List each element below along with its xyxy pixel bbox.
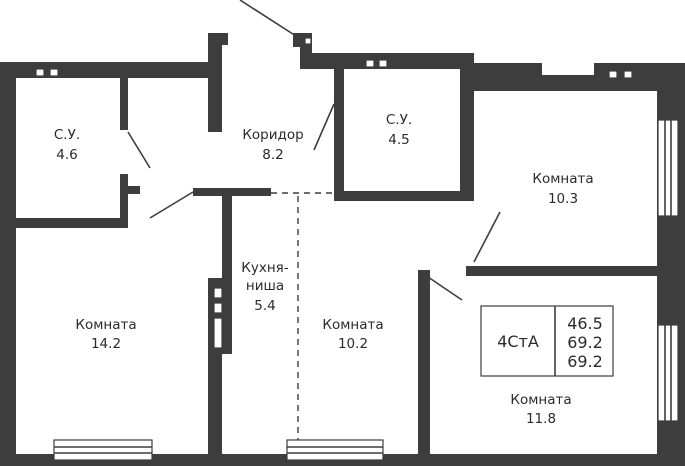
room-area: 8.2 — [262, 147, 283, 163]
room-label-kitchen: Кухня- ниша 5.4 — [241, 260, 289, 314]
room-area: 14.2 — [91, 336, 121, 352]
kitchen-boundary — [271, 192, 334, 440]
room-label-bath-1: С.У. 4.6 — [54, 127, 80, 163]
windows — [53, 119, 679, 461]
room-label-room-14-2: Комната 14.2 — [75, 317, 136, 352]
room-area: 5.4 — [254, 298, 275, 314]
area-value: 46.5 — [567, 314, 603, 333]
room-area: 10.3 — [548, 191, 578, 207]
apartment-type: 4СтА — [497, 332, 539, 351]
room-label-bath-2: С.У. 4.5 — [386, 112, 412, 148]
summary-box: 4СтА 46.5 69.2 69.2 — [480, 305, 614, 377]
room-name: С.У. — [54, 127, 80, 143]
room-name: Коридор — [242, 127, 303, 143]
room-name-line2: ниша — [246, 278, 284, 294]
room-label-room-11-8: Комната 11.8 — [510, 392, 571, 427]
area-value: 69.2 — [567, 352, 603, 371]
room-name: С.У. — [386, 112, 412, 128]
room-area: 4.5 — [388, 132, 409, 148]
room-name: Кухня- — [241, 260, 289, 276]
room-label-room-10-3: Комната 10.3 — [532, 171, 593, 207]
area-value: 69.2 — [567, 333, 603, 352]
room-label-room-10-2: Комната 10.2 — [322, 317, 383, 352]
room-name: Комната — [322, 317, 383, 333]
room-area: 11.8 — [526, 411, 556, 427]
room-area: 4.6 — [56, 147, 77, 163]
doors — [127, 0, 501, 301]
room-name: Комната — [532, 171, 593, 187]
room-label-corridor: Коридор 8.2 — [242, 127, 303, 163]
room-name: Комната — [510, 392, 571, 408]
room-name: Комната — [75, 317, 136, 333]
walls — [0, 33, 685, 466]
room-area: 10.2 — [338, 336, 368, 352]
